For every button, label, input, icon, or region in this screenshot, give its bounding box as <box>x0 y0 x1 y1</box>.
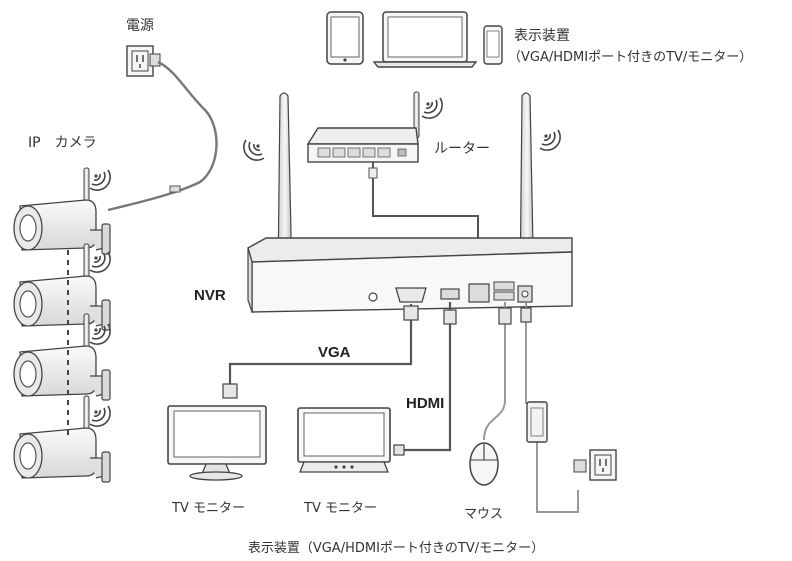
bottom-caption: 表示装置（VGA/HDMIポート付きのTV/モニター） <box>248 541 544 556</box>
mouse-label: マウス <box>464 507 503 522</box>
vga-cable <box>228 304 413 392</box>
laptop-icon <box>372 11 478 68</box>
wall-outlet-icon <box>573 449 617 481</box>
cable-connector <box>169 185 181 193</box>
nvr-label: NVR <box>194 287 226 304</box>
tv-monitor-2-label: TV モニター <box>303 501 377 516</box>
wall-outlet-icon <box>126 45 161 77</box>
display-devices-label: 表示装置 <box>514 28 570 44</box>
nvr-recorder-icon <box>247 237 573 313</box>
wifi-icon <box>539 129 561 151</box>
mouse-cable <box>483 302 506 441</box>
ip-camera-label: IP カメラ <box>28 135 97 151</box>
display-devices-sub-label: （VGA/HDMIポート付きのTV/モニター） <box>508 50 752 65</box>
monitor-icon <box>167 405 267 481</box>
monitor-icon <box>297 407 391 473</box>
wifi-icon <box>243 139 265 161</box>
power-label: 電源 <box>126 18 154 34</box>
tablet-icon <box>326 11 364 65</box>
adapter-cable-to-outlet <box>536 440 579 513</box>
hdmi-cable <box>400 302 452 452</box>
bullet-camera-icon <box>13 313 111 401</box>
wifi-icon <box>421 97 443 119</box>
vga-label: VGA <box>318 344 351 361</box>
mouse-icon <box>469 442 499 486</box>
power-cable <box>107 60 218 212</box>
wifi-icon <box>89 405 111 427</box>
power-adapter-icon <box>526 401 548 443</box>
hdmi-label: HDMI <box>406 395 444 412</box>
wifi-icon <box>89 251 111 273</box>
wifi-icon <box>89 169 111 191</box>
tv-monitor-1-label: TV モニター <box>171 501 245 516</box>
router-icon <box>306 91 420 163</box>
smartphone-icon <box>483 25 503 65</box>
bullet-camera-icon <box>13 395 111 483</box>
router-label: ルーター <box>434 141 490 157</box>
